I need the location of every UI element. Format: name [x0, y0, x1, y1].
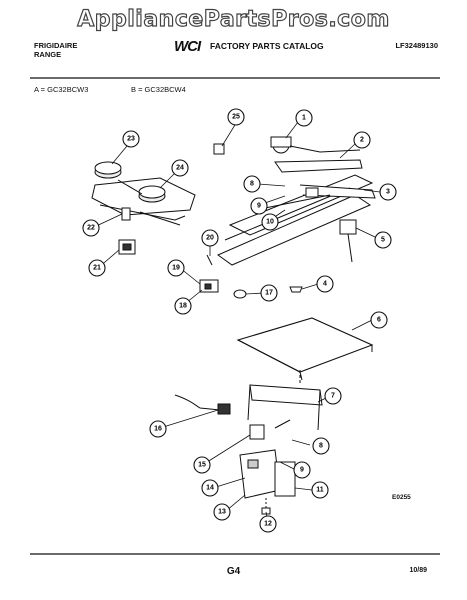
valve-part — [213, 143, 225, 155]
svg-text:2: 2 — [360, 137, 364, 144]
svg-text:5: 5 — [381, 237, 385, 244]
callout-16: 16 — [149, 420, 167, 438]
regulator-parts — [289, 219, 357, 293]
callout-9-lower: 9 — [293, 461, 311, 479]
variant-a-label: A = GC32BCW3 — [34, 85, 89, 94]
callout-7: 7 — [324, 387, 342, 405]
callout-15: 15 — [193, 456, 211, 474]
callout-10: 10 — [261, 213, 279, 231]
callout-19: 19 — [167, 259, 185, 277]
wire-harness — [174, 394, 231, 415]
svg-text:24: 24 — [176, 165, 184, 172]
callout-24: 24 — [171, 159, 189, 177]
callout-17: 17 — [260, 284, 278, 302]
brand-label: FRIGIDAIRE RANGE — [34, 41, 77, 59]
wci-logo: WCI — [174, 38, 201, 55]
svg-text:14: 14 — [206, 485, 214, 492]
svg-text:15: 15 — [198, 462, 206, 469]
svg-text:9: 9 — [300, 467, 304, 474]
callout-4: 4 — [316, 275, 334, 293]
catalog-title: FACTORY PARTS CATALOG — [210, 41, 324, 51]
callout-8-lower: 8 — [312, 437, 330, 455]
svg-text:22: 22 — [87, 225, 95, 232]
svg-text:6: 6 — [377, 317, 381, 324]
brand-name: FRIGIDAIRE — [34, 41, 78, 50]
callout-25: 25 — [227, 108, 245, 126]
svg-text:10: 10 — [266, 219, 274, 226]
document-number: LF32489130 — [395, 41, 438, 50]
svg-text:9: 9 — [257, 203, 261, 210]
callout-5: 5 — [374, 231, 392, 249]
svg-text:13: 13 — [218, 509, 226, 516]
svg-text:7: 7 — [331, 393, 335, 400]
callout-3: 3 — [379, 183, 397, 201]
gas-manifold — [216, 136, 376, 266]
svg-text:19: 19 — [172, 265, 180, 272]
page-number: G4 — [226, 566, 241, 577]
svg-text:12: 12 — [264, 521, 272, 528]
callout-6: 6 — [370, 311, 388, 329]
svg-text:8: 8 — [319, 443, 323, 450]
svg-text:16: 16 — [154, 426, 162, 433]
svg-text:18: 18 — [179, 303, 187, 310]
svg-text:25: 25 — [232, 114, 240, 121]
oven-control-parts — [239, 419, 296, 515]
watermark: AppliancePartsPros.com — [77, 6, 390, 32]
callout-13: 13 — [213, 503, 231, 521]
svg-text:3: 3 — [386, 189, 390, 196]
callout-1: 1 — [295, 109, 313, 127]
svg-text:21: 21 — [93, 265, 101, 272]
svg-text:4: 4 — [323, 281, 327, 288]
callout-8: 8 — [243, 175, 261, 193]
svg-text:17: 17 — [265, 290, 273, 297]
svg-text:20: 20 — [206, 235, 214, 242]
svg-text:23: 23 — [127, 136, 135, 143]
callout-20: 20 — [201, 229, 219, 247]
svg-text:8: 8 — [250, 181, 254, 188]
product-type: RANGE — [34, 50, 62, 59]
variant-b-label: B = GC32BCW4 — [131, 85, 186, 94]
callout-2: 2 — [353, 131, 371, 149]
callout-12: 12 — [259, 515, 277, 533]
catalog-date: 10/89 — [409, 567, 427, 574]
diagram-code: E0255 — [392, 494, 411, 501]
callout-18: 18 — [174, 297, 192, 315]
flame-spreader — [236, 317, 374, 373]
svg-text:1: 1 — [302, 115, 306, 122]
callout-9: 9 — [250, 197, 268, 215]
oven-burner-bracket — [247, 370, 323, 431]
svg-text:11: 11 — [316, 487, 324, 494]
burner-valve-parts — [118, 207, 136, 255]
callout-22: 22 — [82, 219, 100, 237]
callout-14: 14 — [201, 479, 219, 497]
callout-21: 21 — [88, 259, 106, 277]
callout-23: 23 — [122, 130, 140, 148]
ignitor-parts — [199, 254, 247, 299]
callout-11: 11 — [311, 481, 329, 499]
